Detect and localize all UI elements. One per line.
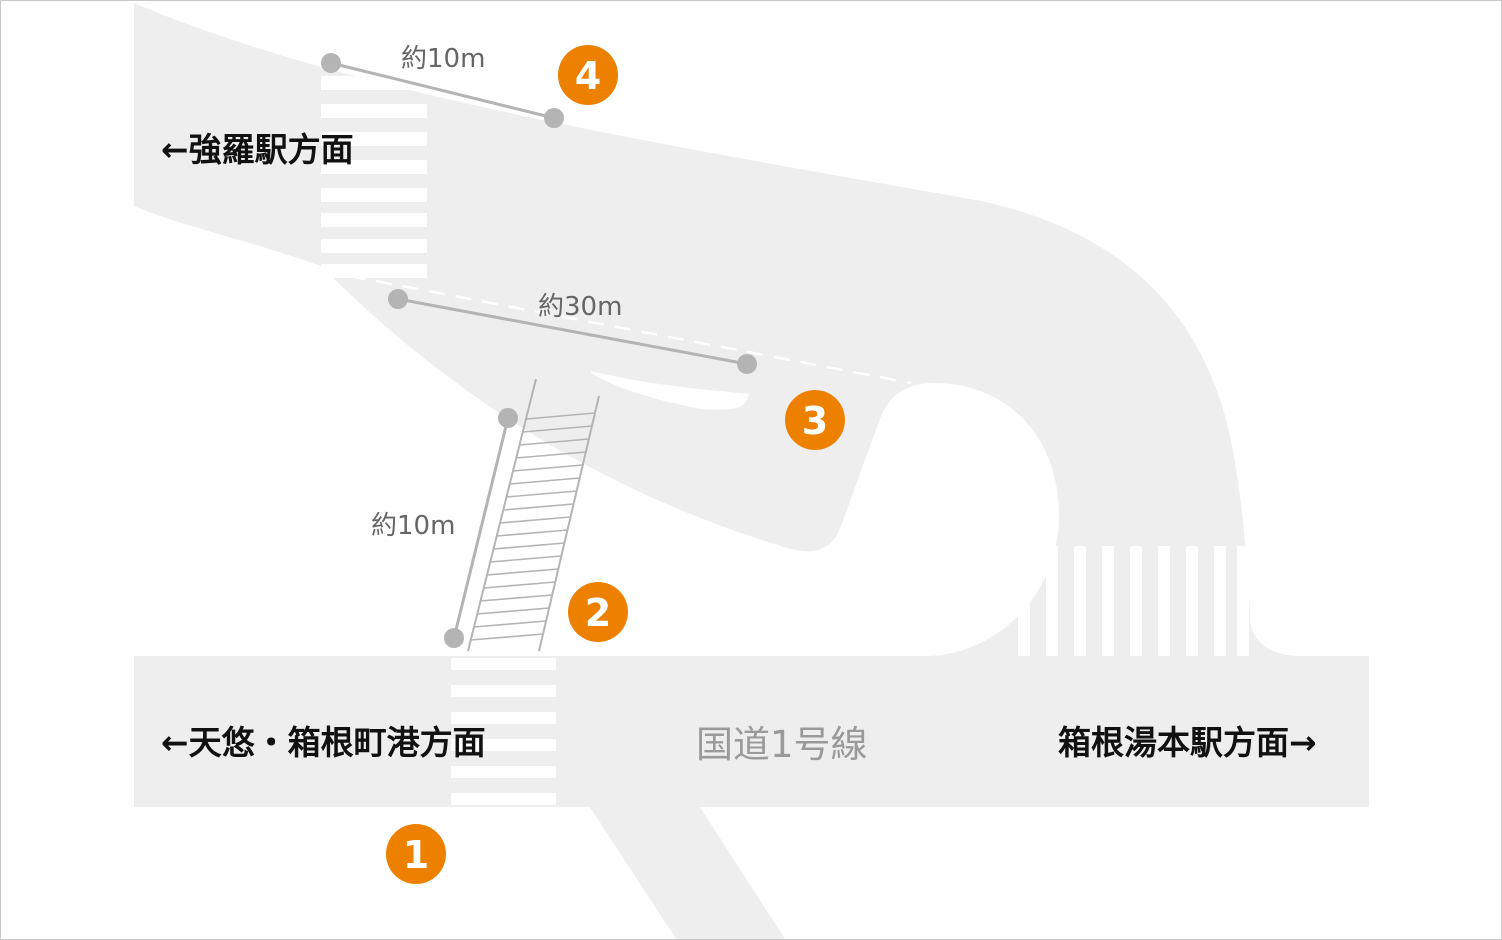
distance-label-4: 約10m (401, 44, 485, 74)
measure-d3: 約30m (388, 289, 757, 374)
direction-gora: ←強羅駅方面 (161, 130, 354, 169)
road-route1 (134, 656, 1369, 807)
ladder-rung (470, 633, 544, 641)
ladder-rung (496, 529, 568, 537)
crosswalk-right (1018, 546, 1249, 656)
ladder-rung (522, 425, 593, 433)
ladder-rung (486, 568, 559, 576)
marker-4: 4 (558, 45, 618, 105)
ladder-rung (512, 464, 583, 472)
ladder-rungs (470, 412, 596, 641)
ladder-rung (493, 542, 565, 550)
ladder-rung (490, 555, 562, 563)
crosswalk-upper (321, 76, 427, 278)
crosswalk-slanted (467, 378, 600, 652)
measure-d4: 約10m (321, 44, 564, 128)
lane-dash (322, 269, 912, 385)
road-branch-south (586, 801, 785, 939)
marker-3: 3 (785, 390, 845, 450)
ladder-rung (483, 581, 556, 589)
marker-2-number: 2 (585, 591, 611, 635)
ladder-rung (509, 477, 580, 485)
ladder-rung (503, 503, 574, 511)
direction-tenyu: ←天悠・箱根町港方面 (161, 723, 486, 762)
distance-label-3: 約30m (538, 292, 622, 322)
road-upper (134, 3, 1301, 656)
ladder-rung (473, 620, 547, 628)
ladder-rung (506, 490, 577, 498)
ladder-rung (525, 412, 596, 420)
marker-1-number: 1 (403, 833, 429, 877)
direction-yumoto: 箱根湯本駅方面→ (1058, 723, 1317, 762)
measure-d2: 約10m (371, 408, 518, 648)
marker-2: 2 (568, 582, 628, 642)
marker-1: 1 (386, 824, 446, 884)
ladder-rung (480, 594, 553, 602)
ladder-rung (516, 451, 586, 459)
road-name-label: 国道1号線 (696, 723, 868, 766)
ladder-rung (477, 607, 550, 615)
marker-3-number: 3 (802, 399, 828, 443)
ladder-rung (499, 516, 571, 524)
marker-4-number: 4 (575, 54, 601, 98)
traffic-island (591, 371, 749, 410)
crosswalk-route1 (451, 658, 556, 805)
distance-label-2: 約10m (371, 511, 455, 541)
ladder-rung (519, 438, 589, 446)
